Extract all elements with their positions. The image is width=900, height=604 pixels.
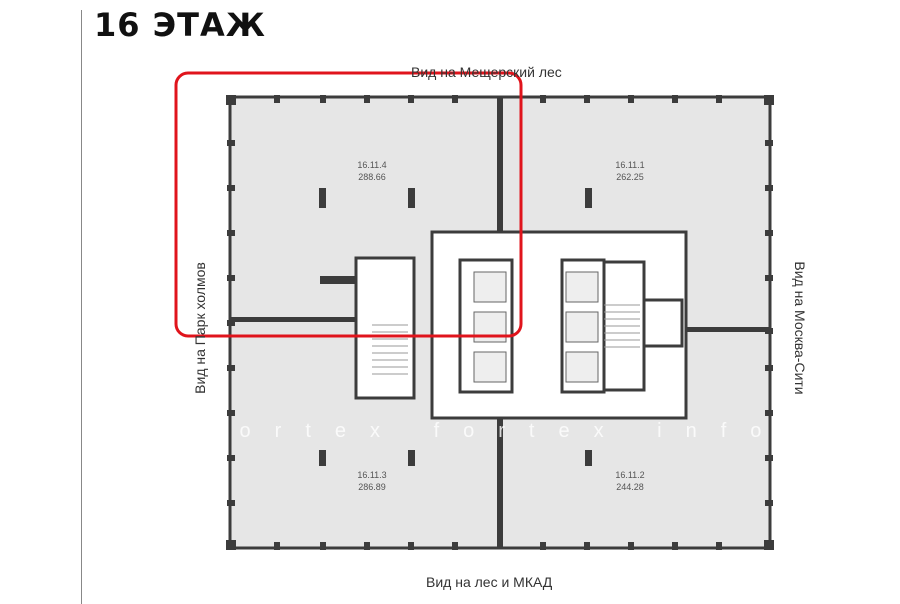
view-label-top: Вид на Мещерский лес bbox=[411, 64, 562, 80]
view-label-right: Вид на Москва-Сити bbox=[792, 261, 808, 395]
unit-area: 288.66 bbox=[358, 172, 386, 182]
unit-area: 286.89 bbox=[358, 482, 386, 492]
highlight-selection bbox=[174, 71, 523, 338]
unit-area: 262.25 bbox=[616, 172, 644, 182]
unit-16-11-2[interactable]: 16.11.2 244.28 bbox=[600, 469, 660, 493]
view-label-bottom: Вид на лес и МКАД bbox=[426, 574, 553, 590]
unit-id: 16.11.4 bbox=[357, 160, 387, 170]
partition-walls bbox=[230, 97, 770, 548]
unit-area: 244.28 bbox=[616, 482, 644, 492]
unit-16-11-3[interactable]: 16.11.3 286.89 bbox=[342, 469, 402, 493]
unit-id: 16.11.2 bbox=[615, 470, 645, 480]
watermark: fortex fortex info bbox=[210, 420, 786, 442]
restroom bbox=[642, 298, 684, 348]
stair-steps bbox=[372, 304, 640, 375]
unit-id: 16.11.3 bbox=[357, 470, 387, 480]
elevators bbox=[473, 271, 599, 383]
view-label-left: Вид на Парк холмов bbox=[192, 262, 208, 394]
left-stair-block bbox=[354, 256, 416, 400]
unit-id: 16.11.1 bbox=[615, 160, 645, 170]
perimeter-columns bbox=[226, 95, 774, 550]
floor-title: 16 ЭТАЖ bbox=[94, 6, 266, 44]
unit-16-11-4[interactable]: 16.11.4 288.66 bbox=[342, 159, 402, 183]
unit-16-11-1[interactable]: 16.11.1 262.25 bbox=[600, 159, 660, 183]
divider-line bbox=[81, 10, 82, 604]
